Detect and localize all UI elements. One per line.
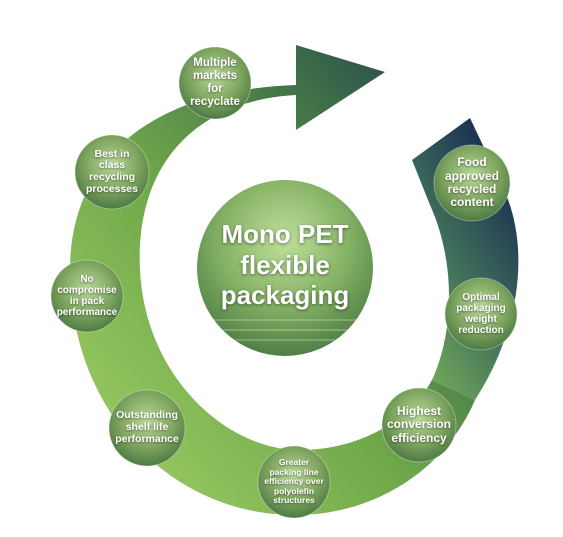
benefit-bubble-weight	[444, 277, 518, 351]
benefit-bubble-line	[257, 445, 331, 519]
center-label: Mono PET flexible packaging	[220, 218, 350, 311]
benefit-label-shelf: Outstanding shelf life performance	[115, 409, 179, 445]
benefit-bubble-processes	[74, 134, 150, 210]
cycle-arrow-left	[70, 45, 475, 515]
benefit-label-processes: Best in class recycling processes	[86, 147, 138, 195]
benefit-label-food: Food approved recycled content	[444, 155, 499, 210]
benefit-label-weight: Optimal packaging weight reduction	[456, 291, 506, 337]
center-decor	[210, 319, 360, 341]
benefit-label-conversion: Highest conversion efficiency	[386, 403, 452, 445]
benefit-bubble-conversion	[381, 387, 457, 463]
benefit-label-pack: No compromise in pack performance	[56, 273, 118, 319]
benefit-bubble-recyclate	[178, 46, 252, 120]
benefit-bubble-food	[433, 144, 511, 222]
benefit-bubble-shelf	[108, 389, 186, 467]
benefit-label-line: Greater packing line efficiency over pol…	[264, 457, 324, 506]
benefit-bubble-pack	[50, 259, 124, 333]
benefit-label-recyclate: Multiple markets for recyclate	[190, 57, 240, 108]
center-circle	[197, 180, 373, 356]
